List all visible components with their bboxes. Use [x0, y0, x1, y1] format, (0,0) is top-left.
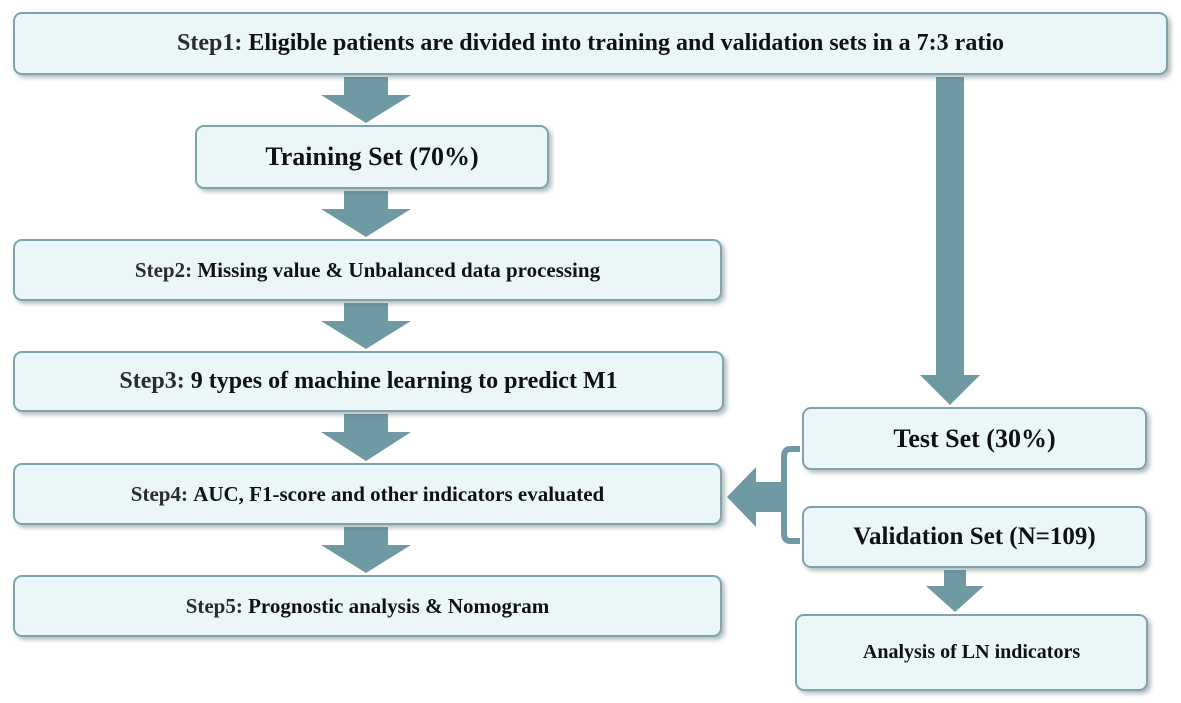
- step5-label: Step5:: [185, 593, 243, 618]
- arrow-step4-to-step5: [321, 527, 411, 573]
- step2-box: Step2: Missing value & Unbalanced data p…: [13, 239, 722, 301]
- ln-analysis-box: Analysis of LN indicators: [795, 614, 1148, 691]
- step2-label: Step2:: [134, 257, 193, 282]
- step1-label: Step1:: [177, 30, 243, 56]
- step4-label: Step4:: [130, 481, 188, 506]
- step3-text: 9 types of machine learning to predict M…: [190, 368, 618, 394]
- test-set-text: Test Set (30%): [893, 423, 1056, 453]
- training-set-box: Training Set (70%): [195, 125, 549, 189]
- arrow-step3-to-step4: [321, 414, 411, 461]
- arrow-sets-to-step4: [727, 467, 786, 527]
- step1-box: Step1: Eligible patients are divided int…: [13, 12, 1168, 75]
- validation-set-box: Validation Set (N=109): [802, 506, 1147, 568]
- step2-text: Missing value & Unbalanced data processi…: [197, 257, 601, 282]
- arrow-validation-to-ln: [926, 570, 984, 612]
- step4-text: AUC, F1-score and other indicators evalu…: [193, 481, 605, 506]
- arrow-step1-to-test: [920, 77, 980, 405]
- arrow-step1-to-training: [321, 77, 411, 123]
- bracket-test-validation: [781, 446, 800, 544]
- arrow-training-to-step2: [321, 191, 411, 237]
- training-set-text: Training Set (70%): [265, 142, 479, 171]
- step5-box: Step5: Prognostic analysis & Nomogram: [13, 575, 722, 637]
- step3-label: Step3:: [119, 368, 185, 394]
- step3-box: Step3: 9 types of machine learning to pr…: [13, 351, 724, 412]
- validation-set-text: Validation Set (N=109): [853, 523, 1096, 550]
- ln-analysis-text: Analysis of LN indicators: [862, 641, 1081, 663]
- test-set-box: Test Set (30%): [802, 407, 1147, 470]
- arrow-step2-to-step3: [321, 303, 411, 349]
- step1-text: Eligible patients are divided into train…: [248, 30, 1004, 56]
- step4-box: Step4: AUC, F1-score and other indicator…: [13, 463, 722, 525]
- step5-text: Prognostic analysis & Nomogram: [248, 593, 550, 618]
